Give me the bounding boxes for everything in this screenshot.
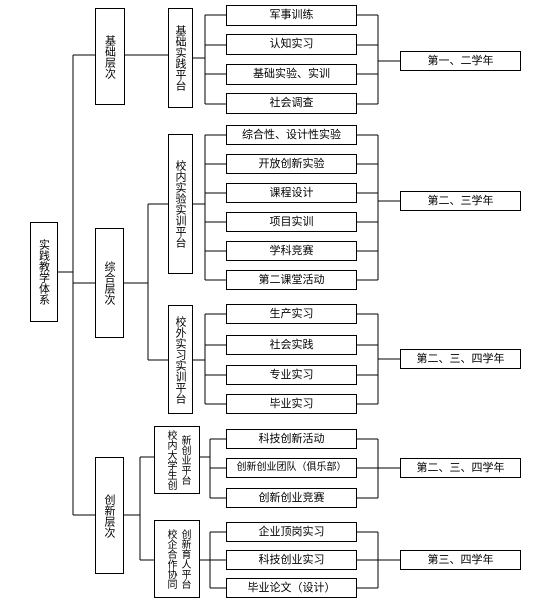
item-box: 开放创新实验 [226,154,357,174]
level-comprehensive: 综合层次 [95,228,124,338]
item-label: 综合性、设计性实验 [242,127,341,141]
item-label: 项目实训 [269,214,314,228]
platform-offcampus-training: 校外实习实训平台 [168,305,193,414]
root-node: 实践教学体系 [30,222,58,322]
platform-campus-experiment-label: 校内实验实训平台 [174,160,187,248]
item-label: 毕业论文（设计） [247,580,336,594]
item-label: 课程设计 [269,185,314,199]
item-label: 创新创业团队（俱乐部） [236,462,347,474]
item-box: 科技创业实习 [226,550,357,570]
item-box: 毕业论文（设计） [226,578,357,598]
year-label: 第三、四学年 [427,552,494,566]
item-box: 学科竞赛 [226,241,357,261]
platform-campus-innovation-label-2: 新创业平台 [179,435,190,485]
item-box: 创新创业团队（俱乐部） [226,458,357,478]
item-label: 科技创业实习 [258,552,325,566]
level-basic: 基础层次 [95,8,125,105]
item-box: 社会实践 [226,335,357,355]
item-label: 基础实验、实训 [253,67,330,81]
platform-basic-practice-label: 基础实践平台 [174,25,187,91]
item-label: 第二课堂活动 [258,272,325,286]
platform-enterprise-label-2: 创新育人平台 [179,529,190,589]
item-box: 专业实习 [226,365,357,385]
item-label: 军事训练 [269,8,314,22]
item-box: 生产实习 [226,304,357,324]
level-comprehensive-label: 综合层次 [103,261,116,305]
year-offcampus: 第二、三、四学年 [400,349,521,369]
item-box: 项目实训 [226,212,357,232]
platform-enterprise: 校企合作协同 创新育人平台 [154,520,200,598]
item-label: 创新创业竞赛 [258,490,325,504]
item-label: 企业顶岗实习 [258,524,325,538]
platform-campus-experiment: 校内实验实训平台 [168,134,193,274]
item-box: 创新创业竞赛 [226,488,357,508]
item-box: 毕业实习 [226,394,357,414]
item-box: 科技创新活动 [226,429,357,449]
item-label: 社会实践 [269,337,314,351]
item-box: 课程设计 [226,183,357,203]
item-box: 综合性、设计性实验 [226,125,357,145]
item-label: 学科竞赛 [269,243,314,257]
item-label: 科技创新活动 [258,431,325,445]
platform-offcampus-training-label: 校外实习实训平台 [174,315,187,404]
year-enterprise: 第三、四学年 [400,550,521,570]
year-label: 第一、二学年 [427,53,494,67]
item-label: 毕业实习 [269,396,314,410]
item-box: 军事训练 [226,5,357,26]
item-box: 第二课堂活动 [226,270,357,290]
level-basic-label: 基础层次 [103,34,117,79]
year-label: 第二、三、四学年 [416,460,505,474]
item-label: 认知实习 [269,37,314,51]
year-campus-innovation: 第二、三、四学年 [400,458,521,478]
item-box: 企业顶岗实习 [226,522,357,542]
level-innovation-label: 创新层次 [103,493,116,538]
item-label: 开放创新实验 [258,156,325,170]
platform-basic-practice: 基础实践平台 [168,8,193,108]
platform-campus-innovation: 校内大学生创 新创业平台 [154,426,200,494]
item-label: 专业实习 [269,367,314,381]
platform-campus-innovation-label-1: 校内大学生创 [165,430,176,490]
year-campus-experiment: 第二、三学年 [400,191,521,211]
item-label: 社会调查 [269,96,314,110]
year-label: 第二、三学年 [427,193,494,207]
year-label: 第二、三、四学年 [416,351,505,365]
item-box: 认知实习 [226,34,357,55]
item-box: 基础实验、实训 [226,64,357,85]
platform-enterprise-label-1: 校企合作协同 [165,529,176,589]
item-box: 社会调查 [226,93,357,114]
level-innovation: 创新层次 [95,457,124,574]
root-label: 实践教学体系 [37,239,51,305]
item-label: 生产实习 [269,306,314,320]
year-basic: 第一、二学年 [400,51,521,71]
